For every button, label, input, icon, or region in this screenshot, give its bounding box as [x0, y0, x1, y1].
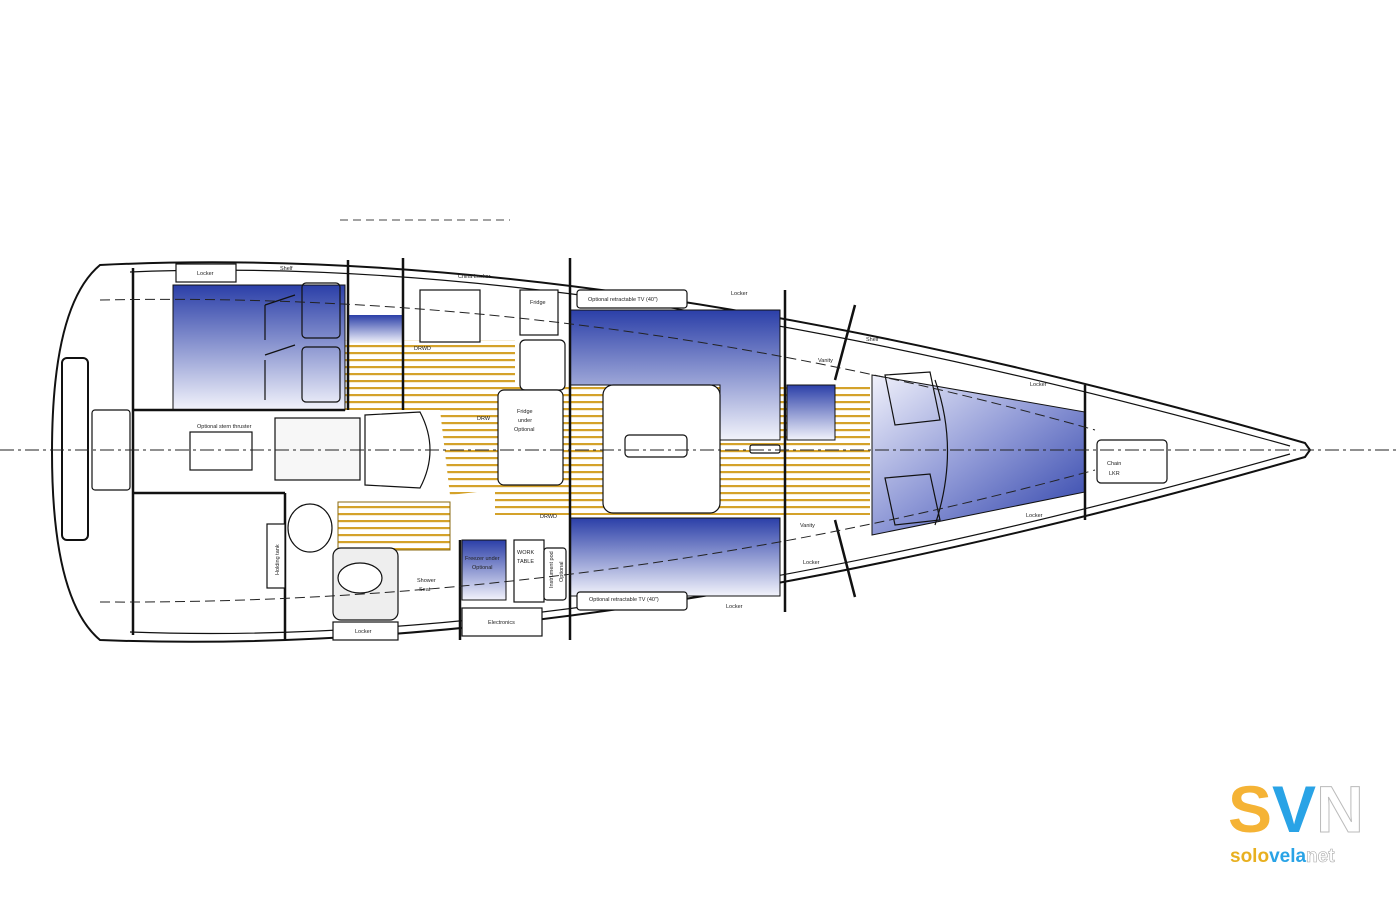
teak-floor-head: [337, 501, 451, 551]
label-china-locker: China Locker: [458, 274, 491, 280]
label-locker-head: Locker: [355, 629, 372, 635]
label-locker-aft: Locker: [197, 271, 214, 277]
label-locker-bottom-mid: Locker: [726, 604, 743, 610]
pillows: [264, 282, 949, 526]
logo-s: S: [1228, 772, 1273, 846]
label-shelf-fwd: Shelf: [866, 337, 879, 343]
label-instrument-pod: Instrument pod: [549, 551, 555, 588]
logo-vela: vela: [1269, 846, 1307, 867]
label-tv-bottom: Optional retractable TV (40"): [589, 597, 659, 603]
label-vanity-bottom: Vanity: [800, 523, 815, 529]
logo-n: N: [1316, 772, 1365, 846]
logo-v: V: [1272, 772, 1317, 846]
label-holding-tank: Holding tank: [275, 544, 281, 575]
label-electronics: Electronics: [488, 620, 515, 626]
furniture-lines: [175, 263, 1168, 641]
label-fridge-under: Optional: [514, 427, 535, 433]
label-work-table: TABLE: [517, 559, 534, 565]
centerline: [0, 298, 1400, 603]
logo-solo: solo: [1230, 846, 1270, 867]
logo-letters: SVN: [1228, 776, 1364, 843]
transom-step: [61, 357, 89, 541]
label-fridge-under: under: [518, 418, 532, 424]
label-vanity-top: Vanity: [818, 358, 833, 364]
label-chain-locker: Chain: [1107, 461, 1121, 467]
label-chain-locker: LKR: [1109, 471, 1120, 477]
label-work-table: WORK: [517, 550, 534, 556]
label-shower: Shower: [417, 578, 436, 584]
label-locker-fwd-bottom: Locker: [1026, 513, 1043, 519]
label-stern-thruster: Optional stern thruster: [197, 424, 252, 430]
label-freezer: Freezer under: [465, 556, 500, 562]
label-locker-fwd-cabin: Locker: [803, 560, 820, 566]
label-shelf-aft: Shelf: [280, 266, 293, 272]
label-instrument-pod: Optional: [559, 562, 565, 583]
label-locker-fwd-top: Locker: [1030, 382, 1047, 388]
labels: Locker Shelf China Locker Fridge Optiona…: [197, 266, 1121, 635]
label-drwd-bottom: DRWD: [540, 514, 557, 520]
solovela-logo: SVN solovelanet: [1228, 776, 1388, 876]
logo-net: net: [1306, 846, 1335, 868]
teak-floor-galley: [345, 340, 515, 495]
label-locker-top-mid: Locker: [731, 291, 748, 297]
label-fridge-under: Fridge: [517, 409, 533, 415]
label-freezer: Optional: [472, 565, 493, 571]
aft-cabin-step: [348, 315, 403, 343]
saloon-settee-bottom: [569, 517, 781, 597]
label-shower: Seat: [419, 587, 431, 593]
forward-seat: [786, 384, 836, 441]
label-drwd-top: DRWD: [414, 346, 431, 352]
label-fridge: Fridge: [530, 300, 546, 306]
logo-wordmark: solovelanet: [1230, 846, 1335, 868]
label-drw-mid: DRW: [477, 416, 491, 422]
freezer-area: [461, 539, 507, 601]
label-tv-top: Optional retractable TV (40"): [588, 297, 658, 303]
